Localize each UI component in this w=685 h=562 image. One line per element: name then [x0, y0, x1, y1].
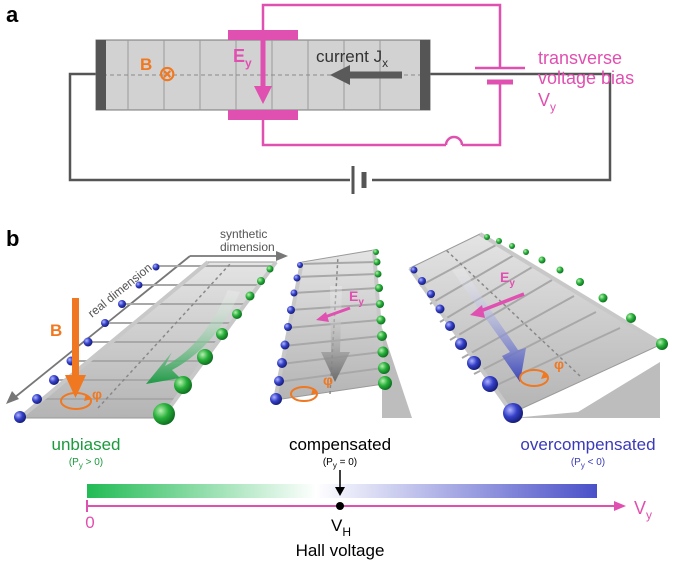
- left-contact: [96, 40, 106, 110]
- real-axis-label: real dimension: [85, 260, 154, 320]
- bias-line-2: voltage bias: [538, 68, 634, 88]
- phi-label-1: φ: [92, 386, 102, 402]
- bias-line-1: transverse: [538, 48, 622, 68]
- ey-arrow: [254, 40, 272, 104]
- phi-label-2: φ: [323, 372, 333, 388]
- state-compensated-label: compensated: [289, 435, 391, 454]
- b-field-label: B: [140, 55, 152, 74]
- ey-arrow-overcompensated: [470, 292, 525, 318]
- vh-marker-arrow: [335, 470, 345, 496]
- b-field-label-b: B: [50, 321, 62, 340]
- lattice-unbiased: [14, 260, 278, 425]
- ey-label-overcompensated: Ey: [500, 269, 515, 289]
- vy-axis: [86, 500, 626, 512]
- state-compensated-sub: (Py = 0): [323, 457, 357, 470]
- state-overcompensated-label: overcompensated: [520, 435, 655, 454]
- state-overcompensated-sub: (Py < 0): [571, 457, 605, 470]
- hall-voltage-caption: Hall voltage: [296, 541, 385, 560]
- vy-axis-zero-label: 0: [85, 513, 94, 532]
- flux-loop-3-icon: [519, 369, 549, 387]
- panel-a-label: a: [6, 2, 19, 27]
- panel-b-label: b: [6, 226, 19, 251]
- right-contact: [420, 40, 430, 110]
- flux-loop-1-icon: [60, 392, 92, 410]
- vh-label: VH: [331, 516, 351, 539]
- transverse-circuit: [261, 3, 525, 147]
- ey-label: Ey: [233, 46, 252, 70]
- real-axis-arrow: [6, 255, 191, 404]
- current-circuit: [68, 72, 612, 194]
- vy-axis-label: Vy: [634, 498, 652, 522]
- bias-symbol: Vy: [538, 90, 556, 114]
- flux-loop-2-icon: [290, 386, 318, 402]
- bottom-electrode: [228, 110, 298, 120]
- state-unbiased-sub: (Py > 0): [69, 457, 103, 470]
- b-field-into-page-icon: ⊗: [158, 61, 176, 86]
- current-label: current Jx: [316, 47, 388, 70]
- synthetic-axis-arrow: [190, 251, 288, 261]
- ey-label-compensated: Ey: [349, 288, 364, 308]
- synthetic-axis-label-2: dimension: [220, 240, 275, 254]
- ey-arrow-compensated: [316, 306, 351, 322]
- b-field-arrow: [65, 298, 86, 398]
- lattice-overcompensated: [408, 232, 668, 423]
- state-unbiased-label: unbiased: [51, 435, 120, 454]
- lattice-compensated: [270, 249, 412, 418]
- current-arrow: [330, 65, 402, 85]
- phi-label-3: φ: [554, 356, 564, 372]
- synthetic-axis-label-1: synthetic: [220, 227, 267, 241]
- top-electrode: [228, 30, 298, 40]
